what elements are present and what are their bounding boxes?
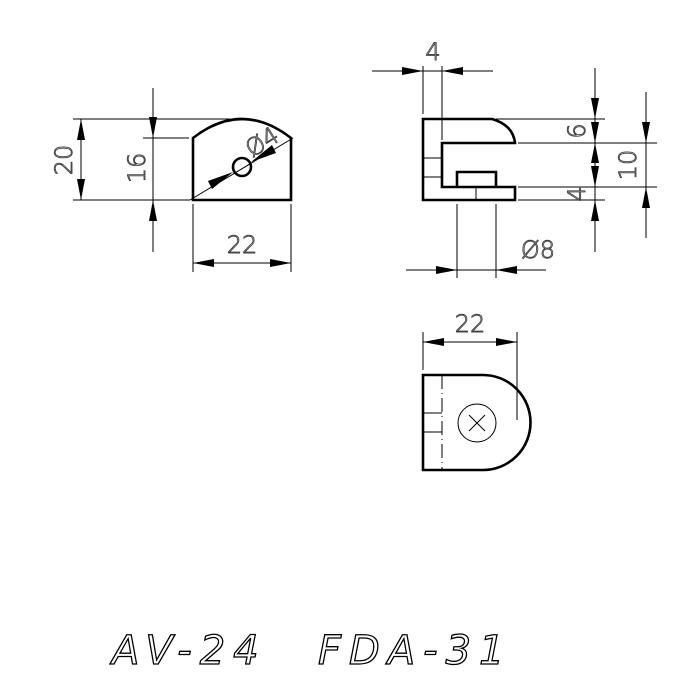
arrow-icon <box>591 200 599 221</box>
arrow-icon <box>591 143 599 163</box>
part-number-left: AV-24 <box>109 628 267 674</box>
arrow-icon <box>208 172 233 189</box>
arrow-icon <box>496 338 517 346</box>
arrow-icon <box>402 67 423 75</box>
cross-icon <box>468 414 486 432</box>
arrow-icon <box>251 145 276 162</box>
side-view: 4 6 4 10 Ø8 <box>372 38 657 278</box>
arrow-icon <box>496 266 517 274</box>
side-view-outline <box>421 117 517 202</box>
dim-wall-thickness: 4 <box>425 38 440 66</box>
arrow-icon <box>270 259 291 267</box>
arrow-icon <box>591 166 599 187</box>
dim-bottom-flange: 4 <box>563 186 591 201</box>
dim-boss-diameter: Ø8 <box>521 236 555 264</box>
hole-leader-line <box>189 137 294 201</box>
arrow-icon <box>149 117 157 138</box>
arrow-icon <box>193 259 214 267</box>
arrow-icon <box>591 98 599 119</box>
arrow-icon <box>442 67 463 75</box>
dim-bottom-width: 22 <box>455 310 486 338</box>
arrow-icon <box>77 179 85 200</box>
dim-body-height: 16 <box>123 153 151 184</box>
part-numbers: AV-24 FDA-31 <box>108 627 513 674</box>
bottom-view: 22 <box>421 310 532 472</box>
arrow-icon <box>423 338 444 346</box>
part-number-right: FDA-31 <box>318 628 513 674</box>
dim-overall-height: 20 <box>50 145 78 176</box>
dim-width: 22 <box>227 231 258 259</box>
dim-gap: 10 <box>614 150 642 181</box>
arrow-icon <box>77 119 85 140</box>
boss-outline <box>455 170 498 187</box>
dim-top-flange: 6 <box>563 123 591 138</box>
front-view-outline <box>191 117 293 202</box>
arrow-icon <box>149 200 157 221</box>
boss-circle <box>457 403 497 443</box>
bottom-view-outline <box>421 373 532 472</box>
arrow-icon <box>642 122 650 143</box>
dim-hole-diameter: Ø4 <box>240 121 284 163</box>
arrow-icon <box>591 122 599 143</box>
hole-circle <box>231 156 253 178</box>
front-view: Ø4 20 16 22 <box>50 88 294 272</box>
arrow-icon <box>436 266 457 274</box>
arrow-icon <box>642 187 650 208</box>
